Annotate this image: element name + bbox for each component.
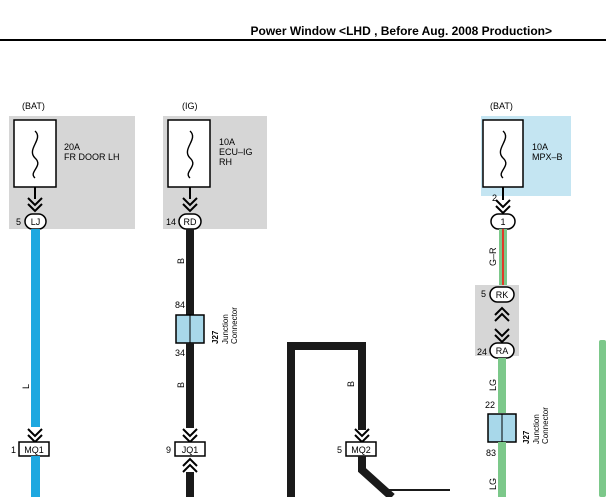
fuse-2-name-2: RH [219, 157, 232, 167]
lj-code: LJ [31, 217, 41, 227]
one-code: 1 [500, 217, 505, 227]
fuse-1-rating: 20A [64, 142, 80, 152]
fuse-3-symbol [499, 130, 507, 179]
j27b-id: J27 [522, 430, 531, 444]
wire-lg-lower-label: LG [488, 478, 498, 490]
wire-lg-lower [498, 442, 506, 497]
j27a-label-1: Junction [221, 314, 230, 344]
wire-l-upper [31, 229, 40, 427]
ra-arrow [494, 328, 510, 344]
fuse-3-name: MPX–B [532, 152, 563, 162]
j27b-pin-bottom: 83 [486, 448, 496, 458]
rk-oval [489, 286, 515, 303]
wire-b-upper-label: B [176, 258, 186, 264]
fuse-2-arrow [182, 197, 198, 213]
wire-gr-stripe [502, 229, 504, 287]
rk-code: RK [496, 290, 509, 300]
jq1-arrow-out [182, 457, 198, 473]
wire-b-lower-label: B [176, 382, 186, 388]
right-edge-wire [599, 340, 606, 497]
wire-b-mid-out [358, 456, 395, 497]
wire-gr-label: G–R [488, 247, 498, 266]
wire-b-lower [186, 343, 194, 428]
wire-lg-upper-label: LG [488, 379, 498, 391]
fuse-3-box [482, 119, 524, 188]
mq1-code: MQ1 [24, 445, 44, 455]
wire-b-mid [287, 342, 366, 497]
jq1-code: JQ1 [182, 445, 199, 455]
mq2-code: MQ2 [351, 445, 371, 455]
wire-lg-upper [498, 358, 506, 413]
fuse-3-rating: 10A [532, 142, 548, 152]
fuse-3-arrow [495, 199, 511, 215]
j27a-pin-bottom: 34 [175, 348, 185, 358]
mq1-arrow [27, 428, 43, 444]
rk-pin: 5 [481, 289, 486, 299]
rd-pin: 14 [166, 217, 176, 227]
j27b-label-1: Junction [532, 414, 541, 444]
jq1-pin: 9 [166, 445, 171, 455]
fuse-2-rating: 10A [219, 137, 235, 147]
rd-code: RD [184, 217, 197, 227]
wire-l-label: L [21, 384, 31, 389]
ra-pin: 24 [477, 347, 487, 357]
ra-code: RA [496, 346, 509, 356]
rk-arrow [494, 306, 510, 322]
fuse-2-symbol [186, 130, 194, 179]
j27a-label-2: Connector [230, 307, 239, 344]
j27b-label-2: Connector [541, 407, 550, 444]
lj-pin: 5 [16, 217, 21, 227]
j27b-pin-top: 22 [485, 400, 495, 410]
one-pin: 2 [492, 193, 497, 203]
fuse-1-name: FR DOOR LH [64, 152, 120, 162]
mq2-pin: 5 [337, 445, 342, 455]
fuse-2-source: (IG) [182, 101, 198, 111]
mq2-arrow [354, 428, 370, 444]
wire-b-mid-label: B [346, 381, 356, 387]
fuse-1-source: (BAT) [22, 101, 45, 111]
diagram-title: Power Window <LHD , Before Aug. 2008 Pro… [251, 24, 553, 38]
wire-b-bottom [186, 472, 194, 497]
mq1-pin: 1 [11, 445, 16, 455]
fuse-1-box [13, 119, 57, 188]
fuse-3-source: (BAT) [490, 101, 513, 111]
jq1-connector [174, 441, 206, 457]
j27a-id: J27 [211, 330, 220, 344]
fuse-2-name-1: ECU–IG [219, 147, 253, 157]
wire-l-lower [31, 456, 40, 497]
wire-b-upper [186, 229, 194, 315]
j27a-pin-top: 84 [175, 300, 185, 310]
fuse-1-arrow [27, 197, 43, 213]
jq1-arrow-in [182, 428, 198, 444]
fuse-1-symbol [31, 130, 39, 179]
